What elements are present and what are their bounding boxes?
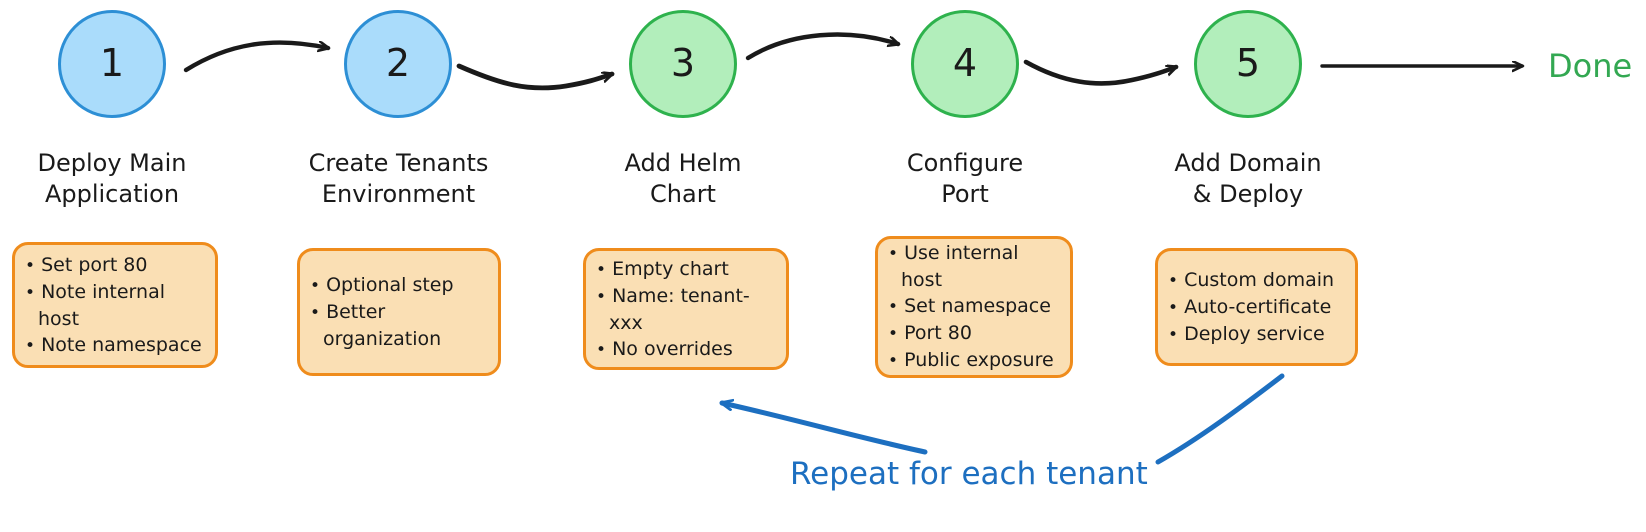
note-item: • Note namespace bbox=[25, 333, 202, 356]
note-item: • Note internal host bbox=[25, 280, 165, 330]
repeat-annotation-label: Repeat for each tenant bbox=[790, 456, 1148, 492]
note-item: • Name: tenant-xxx bbox=[596, 284, 750, 334]
note-item: • Port 80 bbox=[888, 322, 972, 344]
note-item: • Better organization bbox=[310, 301, 442, 350]
connector-1-to-2 bbox=[183, 40, 328, 73]
repeat-arrow-left bbox=[719, 403, 928, 455]
step-notes-4: • Use internal host • Set namespace • Po… bbox=[875, 236, 1073, 378]
step-number-2: 2 bbox=[385, 41, 411, 85]
bullet-icon: • bbox=[25, 282, 36, 303]
bullet-icon: • bbox=[888, 351, 899, 371]
step-label-4: Configure Port bbox=[906, 149, 1024, 208]
step-label-5: Add Domain & Deploy bbox=[1174, 149, 1322, 208]
step-label-3: Add Helm Chart bbox=[624, 149, 742, 208]
note-list-4: • Use internal host • Set namespace • Po… bbox=[878, 240, 1070, 374]
note-item: • Custom domain bbox=[1168, 268, 1335, 291]
note-list-2: • Optional step • Better organization bbox=[300, 272, 498, 352]
step-number-4: 4 bbox=[952, 41, 978, 85]
bullet-icon: • bbox=[888, 297, 899, 317]
note-list-1: • Set port 80 • Note internal host • Not… bbox=[15, 252, 215, 359]
bullet-icon: • bbox=[888, 244, 899, 264]
bullet-icon: • bbox=[1168, 270, 1179, 291]
bullet-icon: • bbox=[25, 335, 36, 356]
bullet-icon: • bbox=[310, 303, 321, 323]
note-item: • Set namespace bbox=[888, 295, 1051, 317]
note-item: • Empty chart bbox=[596, 257, 729, 280]
note-list-3: • Empty chart • Name: tenant-xxx • No ov… bbox=[586, 256, 786, 363]
bullet-icon: • bbox=[596, 286, 607, 307]
connector-3-to-4 bbox=[745, 32, 898, 61]
bullet-icon: • bbox=[596, 339, 607, 360]
note-item: • Auto-certificate bbox=[1168, 295, 1332, 318]
step-node-2[interactable]: 2 bbox=[344, 10, 452, 118]
step-notes-2: • Optional step • Better organization bbox=[297, 248, 501, 376]
bullet-icon: • bbox=[310, 276, 321, 296]
step-number-3: 3 bbox=[670, 41, 696, 85]
bullet-icon: • bbox=[25, 255, 36, 276]
note-item: • No overrides bbox=[596, 337, 733, 360]
step-label-2: Create Tenants Environment bbox=[308, 149, 489, 208]
note-item: • Optional step bbox=[310, 274, 454, 296]
step-number-5: 5 bbox=[1235, 41, 1261, 85]
step-label-1: Deploy Main Application bbox=[37, 149, 187, 208]
step-node-3[interactable]: 3 bbox=[629, 10, 737, 118]
note-item: • Use internal host bbox=[888, 242, 1019, 291]
done-label: Done bbox=[1548, 47, 1633, 85]
bullet-icon: • bbox=[888, 324, 899, 344]
connector-4-to-5 bbox=[1023, 59, 1179, 86]
note-item: • Set port 80 bbox=[25, 253, 148, 276]
connector-2-to-3 bbox=[456, 63, 615, 91]
step-notes-3: • Empty chart • Name: tenant-xxx • No ov… bbox=[583, 248, 789, 370]
bullet-icon: • bbox=[1168, 297, 1179, 318]
step-notes-5: • Custom domain • Auto-certificate • Dep… bbox=[1155, 248, 1358, 366]
note-item: • Deploy service bbox=[1168, 322, 1325, 345]
step-node-5[interactable]: 5 bbox=[1194, 10, 1302, 118]
step-notes-1: • Set port 80 • Note internal host • Not… bbox=[12, 242, 218, 368]
step-node-1[interactable]: 1 bbox=[58, 10, 166, 118]
bullet-icon: • bbox=[596, 259, 607, 280]
bullet-icon: • bbox=[1168, 324, 1179, 345]
note-list-5: • Custom domain • Auto-certificate • Dep… bbox=[1158, 267, 1355, 348]
step-number-1: 1 bbox=[99, 41, 125, 85]
step-node-4[interactable]: 4 bbox=[911, 10, 1019, 118]
repeat-arrow-right bbox=[1155, 373, 1285, 465]
note-item: • Public exposure bbox=[888, 349, 1054, 371]
